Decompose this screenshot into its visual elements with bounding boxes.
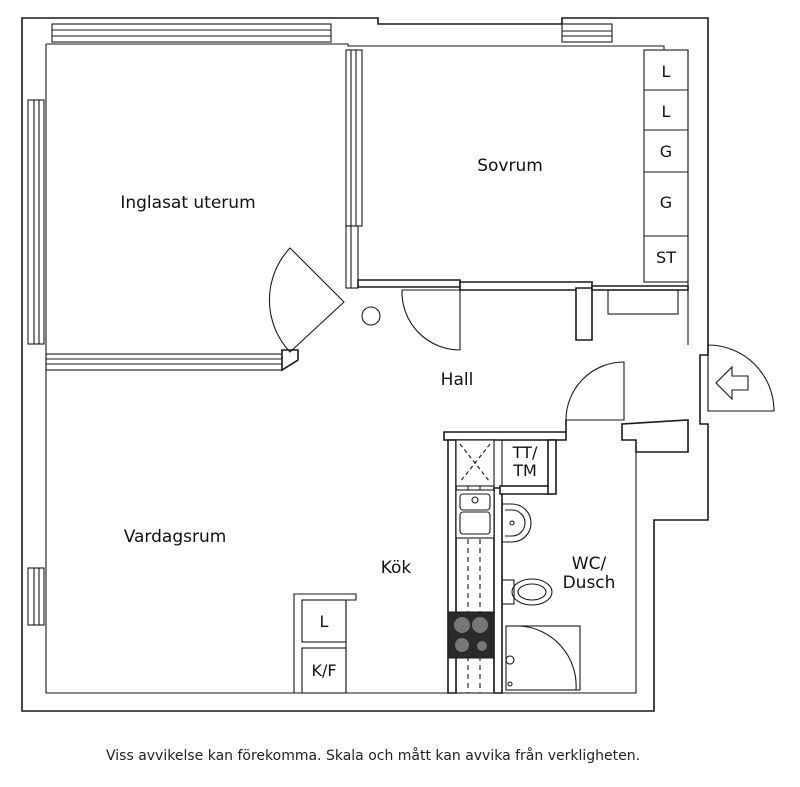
kitchen-cabinets: L K/F xyxy=(293,593,357,694)
room-label-vardagsrum: Vardagsrum xyxy=(124,527,227,547)
washbasin-icon xyxy=(501,503,532,543)
room-label-uterum: Inglasat uterum xyxy=(120,193,255,213)
toilet-icon xyxy=(501,578,553,606)
closet-label-3: G xyxy=(660,142,672,161)
stove-icon xyxy=(447,611,495,659)
disclaimer-text: Viss avvikelse kan förekomma. Skala och … xyxy=(106,748,641,764)
exterior-windows xyxy=(27,23,613,626)
glazed-partitions xyxy=(45,49,363,372)
closet-label-2: L xyxy=(662,102,671,121)
closet-label-5: ST xyxy=(656,248,676,267)
room-label-hall: Hall xyxy=(441,370,474,390)
kitchen-kf-label: K/F xyxy=(311,661,336,680)
room-label-sovrum: Sovrum xyxy=(477,156,543,176)
room-label-dusch: Dusch xyxy=(563,573,616,593)
closet-label-4: G xyxy=(660,193,672,212)
doors xyxy=(268,247,775,421)
sovrum-closets: L L G G ST xyxy=(643,49,689,283)
tm-label: TM xyxy=(512,461,537,480)
closet-label-1: L xyxy=(662,62,671,81)
kitchen-l-label: L xyxy=(320,612,329,631)
tt-label: TT/ xyxy=(512,443,538,462)
room-label-wc: WC/ xyxy=(572,554,607,574)
entrance-arrow-icon xyxy=(715,365,749,401)
shower-icon xyxy=(505,625,581,691)
room-label-kok: Kök xyxy=(381,558,412,578)
kitchen-sink-icon xyxy=(455,489,495,539)
laundry-box: TT/ TM xyxy=(501,439,549,487)
